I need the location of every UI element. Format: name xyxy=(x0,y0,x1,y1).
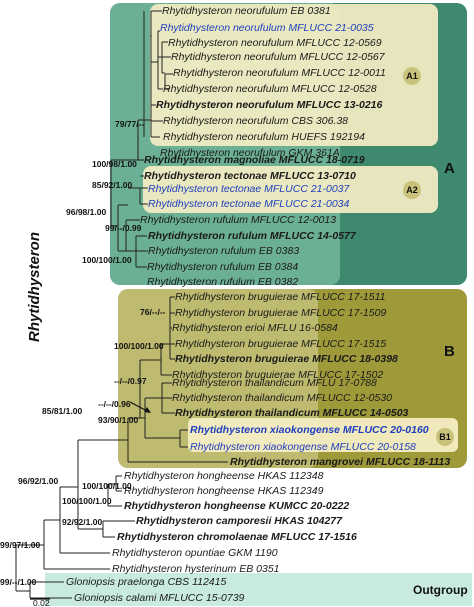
support-value: --/--/0.96 xyxy=(98,399,131,409)
taxon-label: Rhytidhysteron thailandicum MFLUCC 14-05… xyxy=(175,407,409,419)
taxon-label: Rhytidhysteron thailandicum MFLU 17-0788 xyxy=(172,377,377,389)
taxon-label: Rhytidhysteron neorufulum MFLUCC 12-0528 xyxy=(163,83,377,95)
support-value: 96/98/1.00 xyxy=(66,207,106,217)
taxon-label: Rhytidhysteron neorufulum GKM 361A xyxy=(160,147,340,159)
taxon-label: Rhytidhysteron rufulum MFLUCC 14-0577 xyxy=(148,230,357,242)
taxon-label: Rhytidhysteron xiaokongense MFLUCC 20-01… xyxy=(190,424,429,436)
taxon-label: Rhytidhysteron rufulum EB 0382 xyxy=(147,276,298,288)
clade-a-label: A xyxy=(444,160,455,177)
taxon-label: Rhytidhysteron neorufulum EB 0381 xyxy=(162,5,331,17)
taxon-label: Rhytidhysteron bruguierae MFLUCC 17-1502 xyxy=(172,369,383,381)
support-value: --/--/0.97 xyxy=(114,376,147,386)
subclade-a1-badge xyxy=(403,67,421,85)
clade-b-label: B xyxy=(444,343,455,360)
outgroup-label: Outgroup xyxy=(413,583,468,597)
taxon-label: Rhytidhysteron neorufulum MFLUCC 12-0569 xyxy=(168,37,382,49)
taxon-label: Rhytidhysteron neorufulum MFLUCC 12-0567 xyxy=(171,51,386,63)
subclade-b1-label: B1 xyxy=(439,432,451,442)
taxon-label: Rhytidhysteron rufulum EB 0383 xyxy=(148,245,299,257)
taxon-label: Rhytidhysteron xiaokongense MFLUCC 20-01… xyxy=(190,441,416,453)
support-value: 92/92/1.00 xyxy=(62,517,102,527)
support-value: 99/--/1.00 xyxy=(0,577,37,587)
taxon-label: Rhytidhysteron camporesii HKAS 104277 xyxy=(136,515,343,527)
support-value: 96/92/1.00 xyxy=(18,476,58,486)
subclade-a2-badge xyxy=(403,181,421,199)
taxon-label: Rhytidhysteron bruguierae MFLUCC 17-1515 xyxy=(175,338,386,350)
taxon-label: Rhytidhysteron hongheense KUMCC 20-0222 xyxy=(124,500,349,512)
taxon-label: Rhytidhysteron tectonae MFLUCC 21-0037 xyxy=(148,183,351,195)
taxon-label: Rhytidhysteron bruguierae MFLUCC 18-0398 xyxy=(175,353,398,365)
pointer-arrow-head xyxy=(144,407,151,413)
subclade-a2-label: A2 xyxy=(406,185,418,195)
taxon-label: Rhytidhysteron mangrovei MFLUCC 18-1113 xyxy=(230,456,450,468)
taxon-label: Rhytidhysteron tectonae MFLUCC 13-0710 xyxy=(144,170,356,182)
support-value: 85/92/1.00 xyxy=(92,180,132,190)
taxon-label: Gloniopsis praelonga CBS 112415 xyxy=(66,576,226,588)
taxon-label: Rhytidhysteron erioi MFLU 16-0584 xyxy=(172,322,338,334)
taxon-label: Rhytidhysteron thailandicum MFLUCC 12-05… xyxy=(172,392,392,404)
support-value: 85/81/1.00 xyxy=(42,406,82,416)
tree-branches xyxy=(15,10,228,599)
support-value: 99/--/0.99 xyxy=(105,223,142,233)
support-value: 79/77/-- xyxy=(115,119,144,129)
support-value: 76/--/-- xyxy=(140,307,166,317)
outgroup-box xyxy=(45,573,472,606)
genus-label: Rhytidhysteron xyxy=(26,232,43,342)
subclade-b1-badge xyxy=(436,428,454,446)
taxon-label: Rhytidhysteron bruguierae MFLUCC 17-1511 xyxy=(175,291,386,303)
subclade-b1-box xyxy=(188,418,458,452)
scale-bar-label: 0.02 xyxy=(33,598,50,607)
support-value: 100/100/1.00 xyxy=(62,496,112,506)
taxon-label: Rhytidhysteron hongheense HKAS 112348 xyxy=(124,470,324,482)
subclade-a1-box xyxy=(150,4,438,146)
support-value: 99/97/1.00 xyxy=(0,540,40,550)
support-value: 93/90/1.00 xyxy=(98,415,138,425)
taxon-label: Rhytidhysteron neorufulum HUEFS 192194 xyxy=(163,131,365,143)
subclade-a1-label: A1 xyxy=(406,71,418,81)
support-value: 100/98/1.00 xyxy=(92,159,137,169)
taxon-label: Rhytidhysteron neorufulum MFLUCC 21-0035 xyxy=(160,22,374,34)
support-value: 100/100/1.00 xyxy=(82,255,132,265)
support-value: 100/100/1.00 xyxy=(114,341,164,351)
taxon-label: Rhytidhysteron rufulum EB 0384 xyxy=(147,261,298,273)
taxon-label: Rhytidhysteron neorufulum MFLUCC 12-0011 xyxy=(173,67,386,79)
taxon-label: Rhytidhysteron tectonae MFLUCC 21-0034 xyxy=(148,198,350,210)
taxon-label: Rhytidhysteron neorufulum MFLUCC 13-0216 xyxy=(156,99,383,111)
taxon-label: Gloniopsis calami MFLUCC 15-0739 xyxy=(74,592,245,604)
taxon-label: Rhytidhysteron opuntiae GKM 1190 xyxy=(112,547,278,559)
subclade-a2-box xyxy=(143,166,438,213)
taxon-label: Rhytidhysteron bruguierae MFLUCC 17-1509 xyxy=(175,307,386,319)
support-value: 100/100/1.00 xyxy=(82,481,132,491)
taxon-label: Rhytidhysteron hongheense HKAS 112349 xyxy=(124,485,324,497)
taxon-label: Rhytidhysteron neorufulum CBS 306.38 xyxy=(163,115,348,127)
taxon-label: Rhytidhysteron hysterinum EB 0351 xyxy=(112,563,280,575)
taxon-label: Rhytidhysteron chromolaenae MFLUCC 17-15… xyxy=(117,531,357,543)
taxon-label: Rhytidhysteron rufulum MFLUCC 12-0013 xyxy=(140,214,336,226)
taxon-label: Rhytidhysteron magnoliae MFLUCC 18-0719 xyxy=(144,154,365,166)
